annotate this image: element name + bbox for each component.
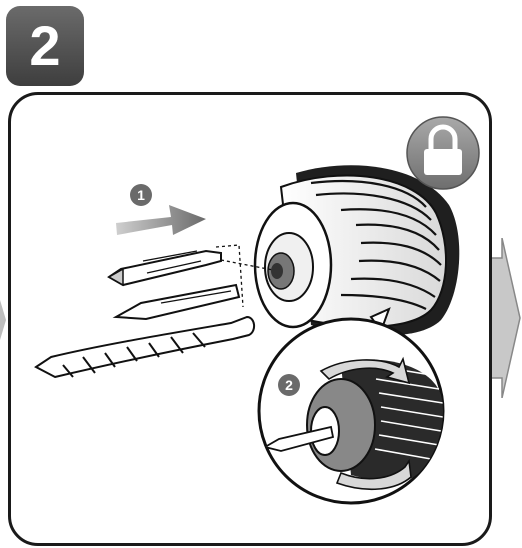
flat-bit bbox=[112, 283, 241, 321]
lock-icon bbox=[406, 116, 480, 190]
rotation-arrow-icon bbox=[319, 356, 411, 385]
step-number-badge: 2 bbox=[6, 6, 84, 86]
illustration-frame: 1 bbox=[8, 92, 492, 546]
drill-bit bbox=[34, 315, 255, 379]
screwdriver-bit bbox=[107, 249, 222, 287]
previous-arrow-icon bbox=[0, 300, 6, 340]
insertion-guide bbox=[215, 244, 274, 308]
drill-chuck bbox=[253, 165, 460, 336]
zoom-detail bbox=[257, 307, 445, 505]
callout-1: 1 bbox=[130, 184, 152, 206]
callout-1-label: 1 bbox=[137, 187, 145, 203]
drill-chuck-illustration: 1 bbox=[34, 116, 480, 505]
callout-2-label: 2 bbox=[285, 377, 293, 393]
callout-2: 2 bbox=[278, 374, 300, 396]
insert-direction-arrow bbox=[116, 205, 206, 235]
